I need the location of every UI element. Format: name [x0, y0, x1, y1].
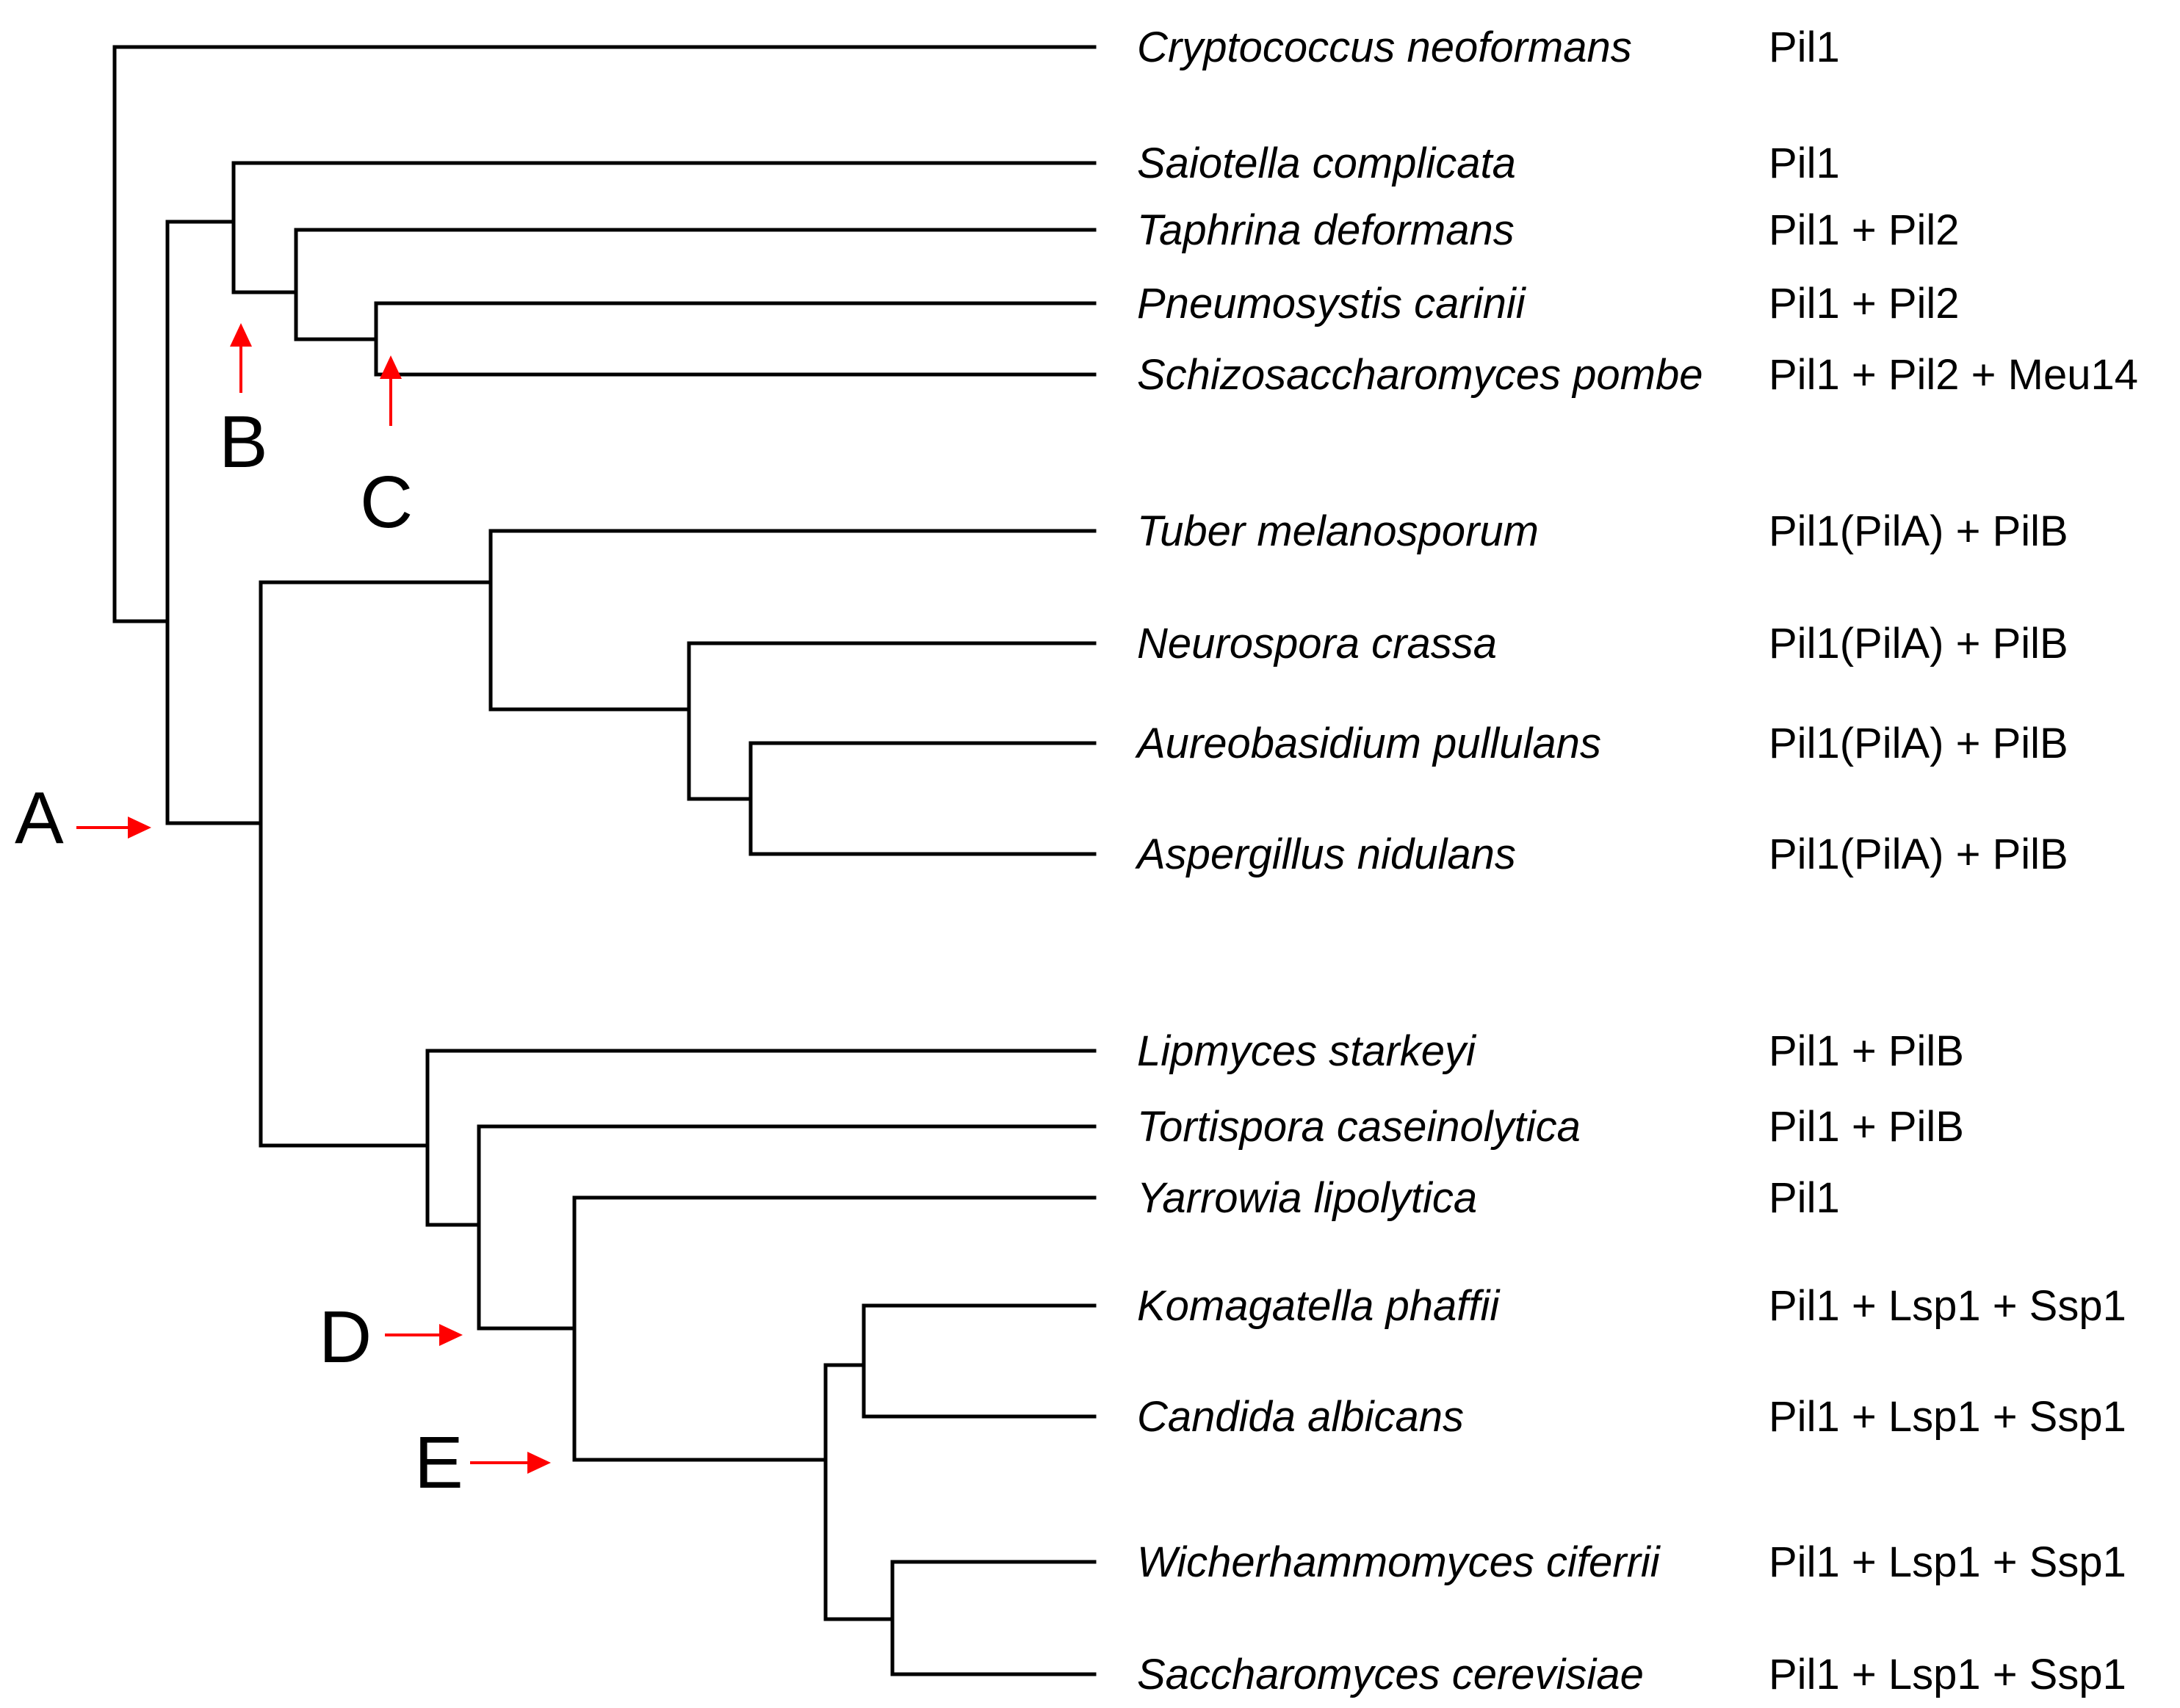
- protein-label: Pil1: [1769, 1174, 1840, 1222]
- protein-label: Pil1(PilA) + PilB: [1769, 620, 2068, 667]
- protein-label: Pil1 + Pil2 + Meu14: [1769, 351, 2138, 399]
- protein-label: Pil1 + Lsp1 + Ssp1: [1769, 1538, 2126, 1586]
- species-label: Saccharomyces cerevisiae: [1137, 1651, 1644, 1698]
- arrow-c-head: [380, 355, 402, 379]
- species-label: Lipmyces starkeyi: [1137, 1027, 1477, 1075]
- species-label: Neurospora crassa: [1137, 620, 1497, 667]
- protein-label: Pil1 + PilB: [1769, 1103, 1964, 1151]
- species-label: Taphrina deformans: [1137, 206, 1515, 254]
- arrow-e-head: [527, 1452, 551, 1474]
- protein-label: Pil1 + PilB: [1769, 1027, 1964, 1075]
- node-label-e: E: [414, 1422, 463, 1504]
- protein-label: Pil1 + Pil2: [1769, 280, 1960, 328]
- species-label: Candida albicans: [1137, 1393, 1464, 1441]
- species-label: Aspergillus nidulans: [1135, 831, 1516, 878]
- species-label: Tortispora caseinolytica: [1137, 1103, 1581, 1151]
- protein-label: Pil1 + Pil2: [1769, 206, 1960, 254]
- tree-branches: [112, 45, 1097, 1676]
- arrow-a-head: [128, 817, 151, 839]
- species-label: Pneumosystis carinii: [1137, 280, 1527, 328]
- arrow-d-head: [439, 1324, 463, 1346]
- arrow-b-head: [230, 323, 252, 347]
- node-label-a: A: [15, 777, 64, 859]
- protein-label: Pil1 + Lsp1 + Ssp1: [1769, 1282, 2126, 1330]
- protein-label: Pil1: [1769, 140, 1840, 187]
- species-label: Aureobasidium pullulans: [1135, 720, 1601, 767]
- protein-label: Pil1(PilA) + PilB: [1769, 720, 2068, 767]
- node-label-d: D: [319, 1296, 372, 1378]
- species-label: Yarrowia lipolytica: [1137, 1174, 1477, 1222]
- node-markers: A B C D E: [15, 323, 551, 1504]
- protein-label: Pil1: [1769, 23, 1840, 71]
- protein-label: Pil1 + Lsp1 + Ssp1: [1769, 1651, 2126, 1698]
- protein-label: Pil1(PilA) + PilB: [1769, 831, 2068, 878]
- protein-label: Pil1 + Lsp1 + Ssp1: [1769, 1393, 2126, 1441]
- species-label: Schizosaccharomyces pombe: [1137, 351, 1703, 399]
- protein-label: Pil1(PilA) + PilB: [1769, 507, 2068, 555]
- species-label: Tuber melanosporum: [1137, 507, 1539, 555]
- species-label: Cryptococcus neoformans: [1137, 23, 1632, 71]
- species-label: Komagatella phaffii: [1137, 1282, 1501, 1330]
- species-label: Saiotella complicata: [1137, 140, 1516, 187]
- species-label: Wicherhammomyces ciferrii: [1137, 1538, 1661, 1586]
- node-label-b: B: [219, 401, 268, 483]
- node-label-c: C: [360, 461, 413, 543]
